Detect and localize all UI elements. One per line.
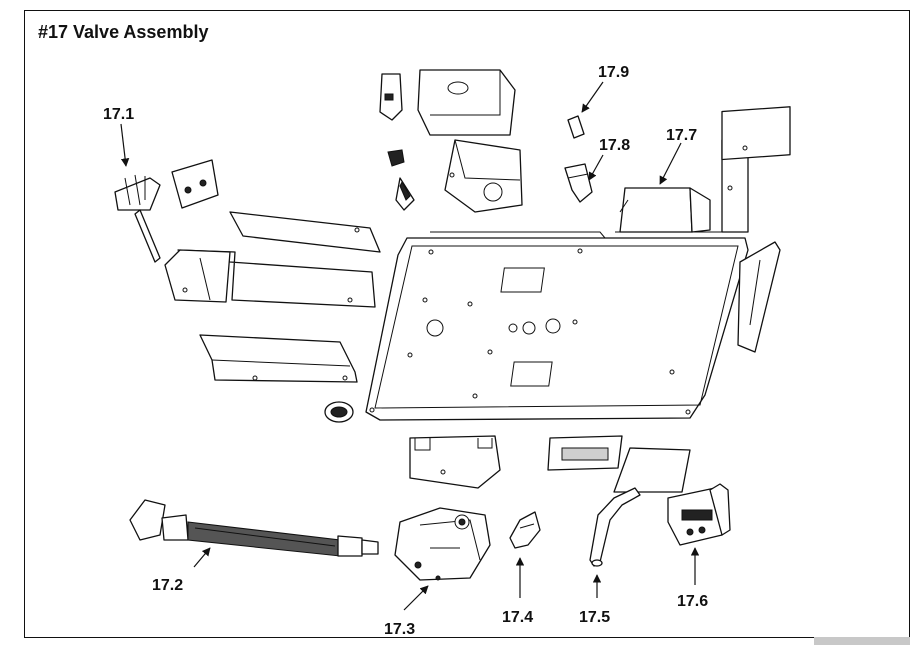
left-rails bbox=[164, 211, 381, 383]
igniter-part-17-1 bbox=[114, 159, 219, 263]
switch-part-17-6 bbox=[667, 483, 731, 546]
leader-arrows bbox=[120, 81, 700, 611]
right-brackets bbox=[721, 106, 791, 353]
callout-17-4: 17.4 bbox=[502, 609, 533, 626]
callout-17-5: 17.5 bbox=[579, 609, 610, 626]
base-plate bbox=[365, 231, 749, 421]
lower-bracket bbox=[409, 435, 501, 489]
callout-17-8: 17.8 bbox=[599, 137, 630, 154]
gas-valve-part-17-3 bbox=[394, 507, 491, 581]
footer-tab bbox=[814, 637, 910, 645]
access-plates bbox=[547, 435, 691, 493]
control-box bbox=[619, 187, 711, 233]
elbow-part-17-4 bbox=[509, 511, 541, 549]
callout-17-1: 17.1 bbox=[103, 106, 134, 123]
callout-17-6: 17.6 bbox=[677, 593, 708, 610]
diagram-title: #17 Valve Assembly bbox=[38, 22, 209, 42]
gas-hose-part-17-2 bbox=[129, 499, 379, 557]
callout-17-9: 17.9 bbox=[598, 64, 629, 81]
callout-17-2: 17.2 bbox=[152, 577, 183, 594]
callout-17-7: 17.7 bbox=[666, 127, 697, 144]
callout-17-3: 17.3 bbox=[384, 621, 415, 638]
top-shields bbox=[379, 69, 523, 213]
grommet bbox=[324, 401, 354, 423]
tube-part-17-5 bbox=[589, 487, 641, 567]
fittings-top bbox=[387, 115, 593, 211]
